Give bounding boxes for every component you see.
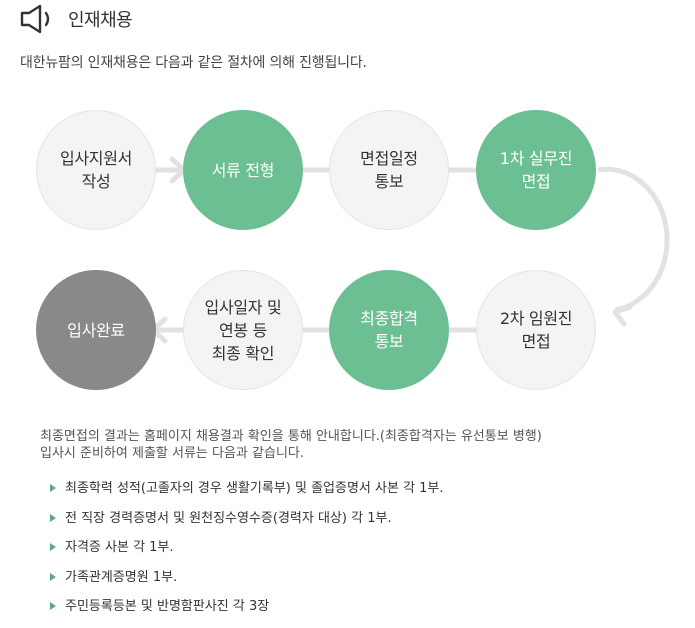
notes-documents-line: 입사시 준비하여 제출할 서류는 다음과 같습니다.	[40, 446, 304, 461]
list-item: 자격증 사본 각 1부.	[50, 539, 444, 569]
speaker-icon	[20, 4, 50, 34]
triangle-bullet-icon	[50, 513, 56, 522]
page-title: 인재채용	[68, 10, 133, 31]
triangle-bullet-icon	[50, 572, 56, 581]
list-item: 전 직장 경력증명서 및 원천징수영수증(경력자 대상) 각 1부.	[50, 510, 444, 540]
required-documents-list: 최종학력 성적(고졸자의 경우 생활기록부) 및 졸업증명서 사본 각 1부. …	[50, 480, 444, 628]
arrow-curve-icon	[612, 304, 633, 327]
connector-curve	[597, 166, 670, 313]
step-first-interview: 1차 실무진 면접	[476, 110, 596, 230]
flow-connectors	[150, 156, 670, 344]
notes-section: 최종면접의 결과는 홈페이지 채용결과 확인을 통해 안내합니다.(최종합격자는…	[40, 428, 542, 462]
notes-result-line: 최종면접의 결과는 홈페이지 채용결과 확인을 통해 안내합니다.(최종합격자는…	[40, 429, 542, 444]
step-document-screening: 서류 전형	[183, 110, 303, 230]
step-final-confirmation: 입사일자 및 연봉 등 최종 확인	[183, 270, 303, 390]
step-second-interview: 2차 임원진 면접	[476, 270, 596, 390]
recruitment-process-flow: 입사지원서 작성 서류 전형 면접일정 통보 1차 실무진 면접 2차 임원진 …	[36, 110, 670, 390]
list-item: 최종학력 성적(고졸자의 경우 생활기록부) 및 졸업증명서 사본 각 1부.	[50, 480, 444, 510]
intro-text: 대한뉴팜의 인재채용은 다음과 같은 절차에 의해 진행됩니다.	[20, 55, 367, 71]
step-application-form: 입사지원서 작성	[36, 110, 156, 230]
step-hired: 입사완료	[36, 270, 156, 390]
list-item: 주민등록등본 및 반명함판사진 각 3장	[50, 598, 444, 628]
triangle-bullet-icon	[50, 484, 56, 492]
page-header: 인재채용	[20, 4, 133, 34]
list-item: 가족관계증명원 1부.	[50, 569, 444, 599]
triangle-bullet-icon	[50, 602, 56, 610]
step-interview-notice: 면접일정 통보	[329, 110, 449, 230]
triangle-bullet-icon	[50, 543, 56, 551]
step-final-notice: 최종합격 통보	[329, 270, 449, 390]
